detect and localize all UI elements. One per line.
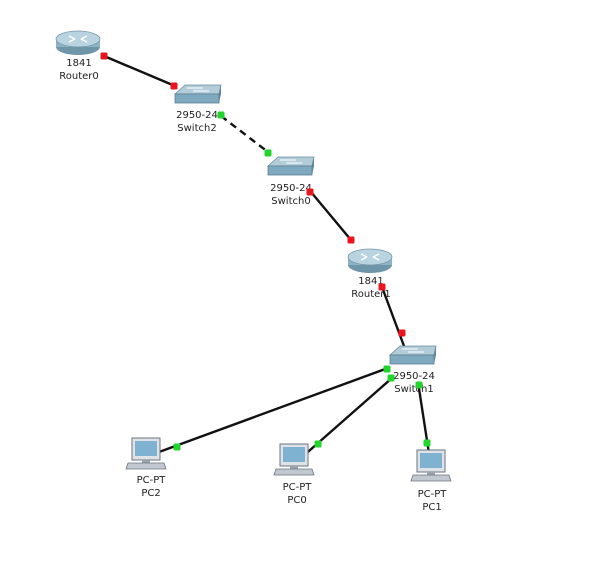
link-switch2-switch0[interactable] [220,115,269,153]
device-model: 1841 [66,58,91,69]
port-status-up-switch1 [383,365,391,373]
devices-layer: 1841 Router0 2950-24 Switch2 2950-24 S [55,30,452,513]
link-switch1-pc1[interactable] [416,381,432,461]
pc-icon [410,449,452,482]
router-icon [55,30,101,55]
device-model: 2950-24 [176,110,218,121]
port-status-up-pc1 [423,439,431,447]
device-model: 2950-24 [393,371,435,382]
switch-icon [388,345,437,365]
device-name: Router1 [351,289,391,300]
port-status-down-router1 [378,283,386,291]
device-name: Switch1 [394,384,433,395]
device-router0[interactable]: 1841 Router0 [55,30,101,82]
device-switch2[interactable]: 2950-24 Switch2 [173,84,222,134]
port-status-down-switch2 [170,82,178,90]
device-model: 2950-24 [270,183,312,194]
device-model: 1841 [358,276,383,287]
device-model: PC-PT [283,482,313,493]
device-pc2[interactable]: PC-PT PC2 [125,437,167,499]
port-status-up-switch0 [264,149,272,157]
link-switch0-router1[interactable] [310,191,352,241]
pc-icon [125,437,167,470]
device-pc0[interactable]: PC-PT PC0 [273,443,315,506]
pc-icon [273,443,315,476]
device-name: PC0 [287,495,306,506]
port-status-up-switch1 [415,381,423,389]
port-status-up-switch2 [217,111,225,119]
port-status-down-switch1 [398,329,406,337]
device-pc1[interactable]: PC-PT PC1 [410,449,452,513]
link-switch1-pc2[interactable] [158,366,389,454]
port-status-up-switch1 [387,374,395,382]
device-name: PC2 [141,488,160,499]
device-model: PC-PT [137,475,167,486]
port-status-down-switch0 [306,188,314,196]
port-status-up-pc0 [314,440,322,448]
port-status-down-router0 [100,52,108,60]
device-name: Router0 [59,71,99,82]
device-model: PC-PT [418,489,448,500]
port-status-up-pc2 [173,443,181,451]
ports-layer [100,52,431,451]
device-name: PC1 [422,502,441,513]
port-status-down-router1 [347,236,355,244]
device-switch0[interactable]: 2950-24 Switch0 [266,156,315,207]
switch-icon [266,156,315,176]
device-switch1[interactable]: 2950-24 Switch1 [388,345,437,395]
device-router1[interactable]: 1841 Router1 [347,248,393,300]
device-name: Switch0 [271,196,310,207]
device-name: Switch2 [177,123,216,134]
link-router0-switch2[interactable] [103,54,176,88]
switch-icon [173,84,222,104]
router-icon [347,248,393,273]
